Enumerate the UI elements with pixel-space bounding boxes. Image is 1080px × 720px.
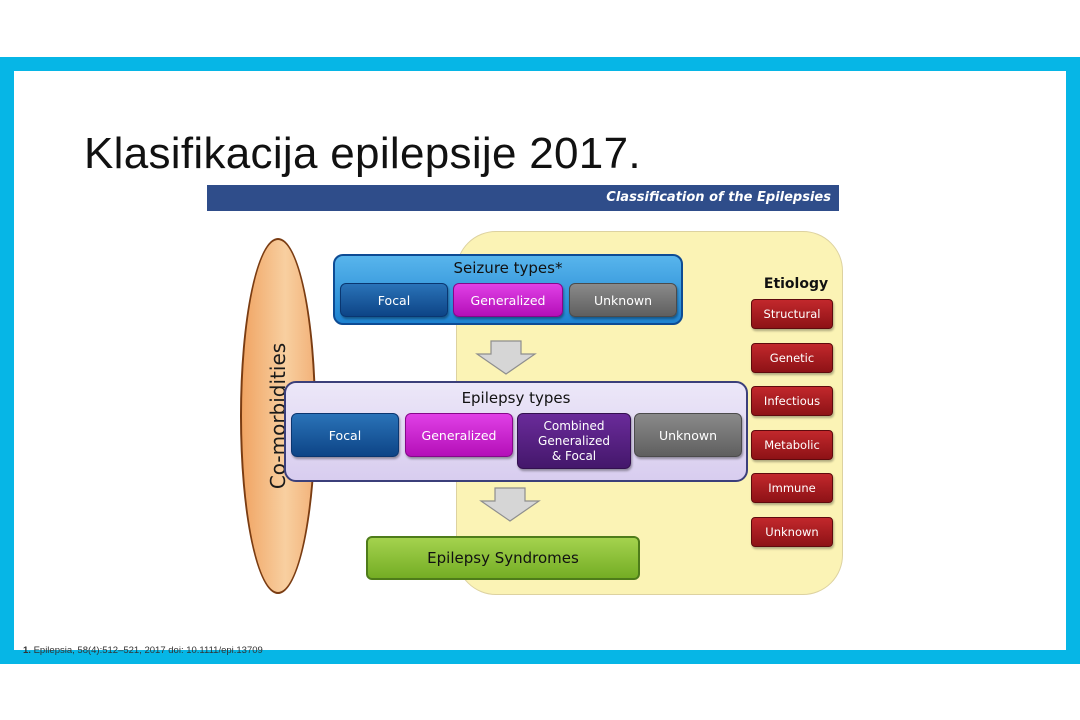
etiology-metabolic: Metabolic bbox=[751, 430, 833, 460]
etiology-infectious: Infectious bbox=[751, 386, 833, 416]
epilepsy-generalized: Generalized bbox=[405, 413, 513, 457]
combined-line-2: Generalized bbox=[538, 433, 610, 448]
combined-line-1: Combined bbox=[543, 418, 605, 433]
epilepsy-syndromes-box: Epilepsy Syndromes bbox=[366, 536, 640, 580]
seizure-generalized: Generalized bbox=[453, 283, 563, 317]
seizure-types-title: Seizure types* bbox=[453, 259, 563, 277]
slide-frame: Klasifikacija epilepsije 2017. Classific… bbox=[0, 57, 1080, 664]
seizure-unknown: Unknown bbox=[569, 283, 677, 317]
epilepsy-unknown: Unknown bbox=[634, 413, 742, 457]
etiology-unknown: Unknown bbox=[751, 517, 833, 547]
epilepsy-combined: Combined Generalized & Focal bbox=[517, 413, 631, 469]
epilepsy-focal: Focal bbox=[291, 413, 399, 457]
etiology-immune: Immune bbox=[751, 473, 833, 503]
etiology-genetic: Genetic bbox=[751, 343, 833, 373]
diagram-header-bar: Classification of the Epilepsies bbox=[207, 185, 839, 211]
etiology-structural: Structural bbox=[751, 299, 833, 329]
footnote: 1. Epilepsia, 58(4):512–521, 2017 doi: 1… bbox=[23, 645, 263, 656]
footnote-number: 1. bbox=[23, 645, 31, 656]
etiology-title: Etiology bbox=[763, 276, 829, 292]
combined-line-3: & Focal bbox=[551, 448, 597, 463]
arrow-down-icon bbox=[479, 487, 541, 522]
seizure-focal: Focal bbox=[340, 283, 448, 317]
epilepsy-types-title: Epilepsy types bbox=[461, 389, 571, 407]
slide-title: Klasifikacija epilepsije 2017. bbox=[84, 129, 641, 178]
arrow-down-icon bbox=[475, 340, 537, 375]
footnote-text: Epilepsia, 58(4):512–521, 2017 doi: 10.1… bbox=[30, 645, 263, 656]
seizure-types-box: Seizure types* Focal Generalized Unknown bbox=[333, 254, 683, 325]
slide-canvas: Klasifikacija epilepsije 2017. Classific… bbox=[14, 71, 1066, 656]
epilepsy-types-box: Epilepsy types Focal Generalized Combine… bbox=[284, 381, 748, 482]
